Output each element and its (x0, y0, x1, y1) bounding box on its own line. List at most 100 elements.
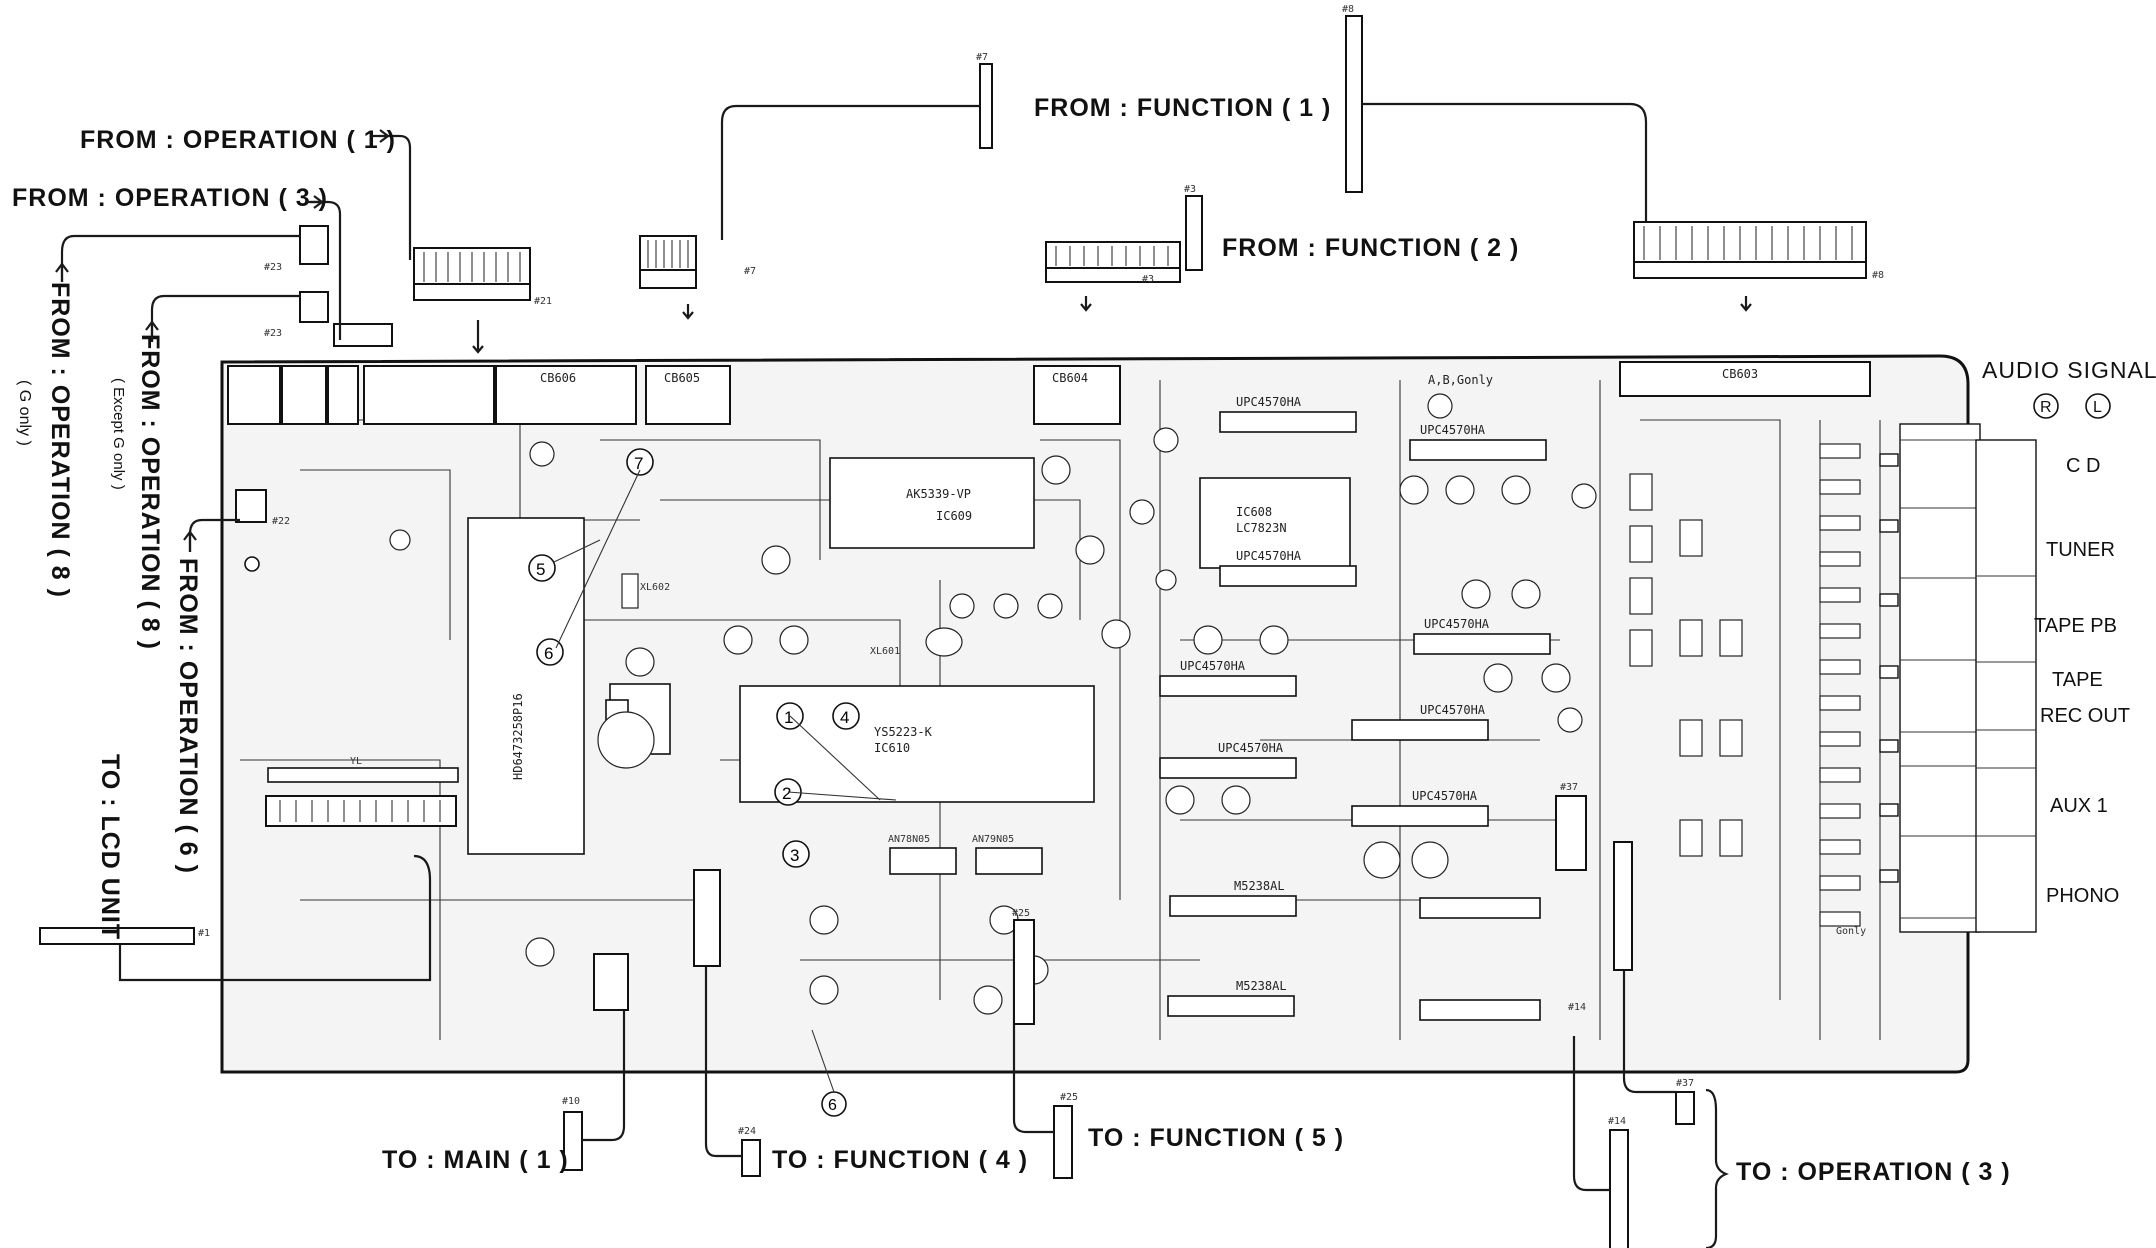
connector-cb608 (281, 365, 327, 425)
plug-25-id: #25 (1060, 1092, 1078, 1103)
plug-1-id: #1 (198, 928, 210, 939)
arrow-icons (55, 129, 1752, 552)
cable-8 (1362, 102, 1648, 224)
label-gonly-note: ( G only ) (16, 380, 33, 446)
label-from-operation-6: FROM : OPERATION ( 6 ) (174, 558, 202, 874)
ic-m5238al-1 (1169, 895, 1297, 917)
op3-board-id-14: #14 (1568, 1002, 1586, 1013)
func4-plug-on-board (693, 869, 721, 967)
pcb-board-outline (220, 354, 1970, 1074)
cable-func4 (704, 900, 742, 1158)
func5-plug-on-board (1013, 919, 1035, 1025)
channel-r-marker: R (2033, 393, 2059, 419)
plug-8-top-id: #8 (1342, 4, 1354, 15)
plug-24-id: #24 (738, 1126, 756, 1137)
cb605-label: CB605 (664, 371, 700, 385)
mounting-hole (244, 556, 260, 572)
connector-cb607 (327, 365, 359, 425)
plug-24 (741, 1139, 761, 1177)
label-to-operation-3: TO : OPERATION ( 3 ) (1736, 1158, 2011, 1186)
label-to-main-1: TO : MAIN ( 1 ) (382, 1146, 569, 1174)
connector-cb606 (495, 365, 637, 425)
plug-23-b-id: #23 (264, 328, 282, 339)
plug-8-top (1345, 15, 1363, 193)
marker-7: 7 (626, 448, 654, 476)
plug-3-top-id: #3 (1184, 184, 1196, 195)
bracket-op3 (1705, 1088, 1729, 1248)
label-to-function-4: TO : FUNCTION ( 4 ) (772, 1146, 1028, 1174)
marker-6-upper: 6 (536, 638, 564, 666)
cable-op8 (150, 294, 300, 342)
plug-22 (235, 489, 267, 523)
svg-text:6: 6 (544, 644, 553, 663)
svg-text:R: R (2040, 399, 2052, 416)
marker-6-lower: 6 (821, 1091, 847, 1117)
ribbon-3-id: #3 (1142, 274, 1154, 285)
lcd-connector (265, 795, 457, 827)
label-to-lcd-unit: TO : LCD UNIT (96, 754, 124, 940)
ribbon-21 (413, 247, 531, 301)
op3-plug-on-board-b (1613, 841, 1633, 971)
func5-board-id: #25 (1012, 908, 1030, 919)
channel-l-marker: L (2085, 393, 2111, 419)
ic-m5238al-2 (1167, 995, 1295, 1017)
pcb-traces (240, 380, 1881, 1040)
hd6473-label: HD6473258P16 (511, 693, 525, 780)
label-from-operation-8-except: FROM : OPERATION ( 8 ) (136, 334, 164, 650)
svg-text:4: 4 (840, 708, 849, 727)
m5238al-1-label: M5238AL (1234, 879, 1285, 893)
ab-gonly-label: A,B,Gonly (1428, 373, 1493, 387)
cable-op3 (60, 234, 300, 282)
jack-label-aux1: AUX 1 (2050, 795, 2108, 817)
lc7823n-label: LC7823N (1236, 521, 1287, 535)
connector-cb603 (1619, 361, 1871, 397)
xl602-label: XL602 (640, 582, 670, 593)
jack-label-tape: TAPE (2052, 669, 2103, 691)
ic-upc-lower (1419, 897, 1541, 919)
cable-op3-b (310, 200, 342, 340)
ribbon-7 (639, 235, 697, 289)
svg-text:UPC4570HA: UPC4570HA (1218, 741, 1284, 755)
connector-cb609 (227, 365, 281, 425)
svg-text:UPC4570HA: UPC4570HA (1236, 395, 1302, 409)
lcd-connector-pins (279, 800, 441, 822)
capacitors (389, 393, 1597, 1015)
right-resistor-ladder (1629, 443, 1861, 927)
jack-label-cd: C D (2066, 455, 2100, 477)
label-to-function-5: TO : FUNCTION ( 5 ) (1088, 1124, 1344, 1152)
ys5223-label: YS5223-K (874, 725, 933, 739)
cb604-label: CB604 (1052, 371, 1088, 385)
svg-text:7: 7 (634, 454, 643, 473)
ic-ys5223 (739, 685, 1095, 803)
plug-15 (333, 323, 393, 347)
ic-hd6473 (467, 517, 585, 855)
marker-4: 4 (832, 702, 860, 730)
main1-plug-on-board (593, 953, 629, 1011)
label-except-g-note: ( Except G only ) (110, 378, 127, 490)
marker-5: 5 (528, 554, 556, 582)
plug-37 (1675, 1091, 1695, 1125)
ic608-label: IC608 (1236, 505, 1272, 519)
svg-text:3: 3 (790, 846, 799, 865)
cable-main1 (582, 1004, 626, 1142)
cable-op3-bottom-a (1572, 1036, 1610, 1192)
ribbon-7-id: #7 (744, 266, 756, 277)
svg-text:6: 6 (828, 1097, 837, 1114)
reg-an78n05 (889, 847, 957, 875)
cable-lcd (118, 854, 432, 982)
cable-7 (720, 104, 980, 240)
cable-op3-bottom-b (1622, 860, 1676, 1094)
ak5339-label: AK5339-VP (906, 487, 971, 501)
svg-text:UPC4570HA: UPC4570HA (1420, 423, 1486, 437)
plug-23-b (299, 291, 329, 323)
jack-label-tape-pb-text: TAPE PB (2034, 615, 2117, 637)
cb606-label: CB606 (540, 371, 576, 385)
gonly-label: Gonly (1836, 926, 1866, 937)
an79n05-label: AN79N05 (972, 834, 1014, 845)
reg-an79n05 (975, 847, 1043, 875)
opamp-group: UPC4570HA UPC4570HA UPC4570HA UPC4570HA … (1159, 395, 1551, 827)
label-from-function-2: FROM : FUNCTION ( 2 ) (1222, 234, 1519, 262)
plug-23-a (299, 225, 329, 265)
plug-14-id: #14 (1608, 1116, 1626, 1127)
connector-cb606-left (363, 365, 495, 425)
